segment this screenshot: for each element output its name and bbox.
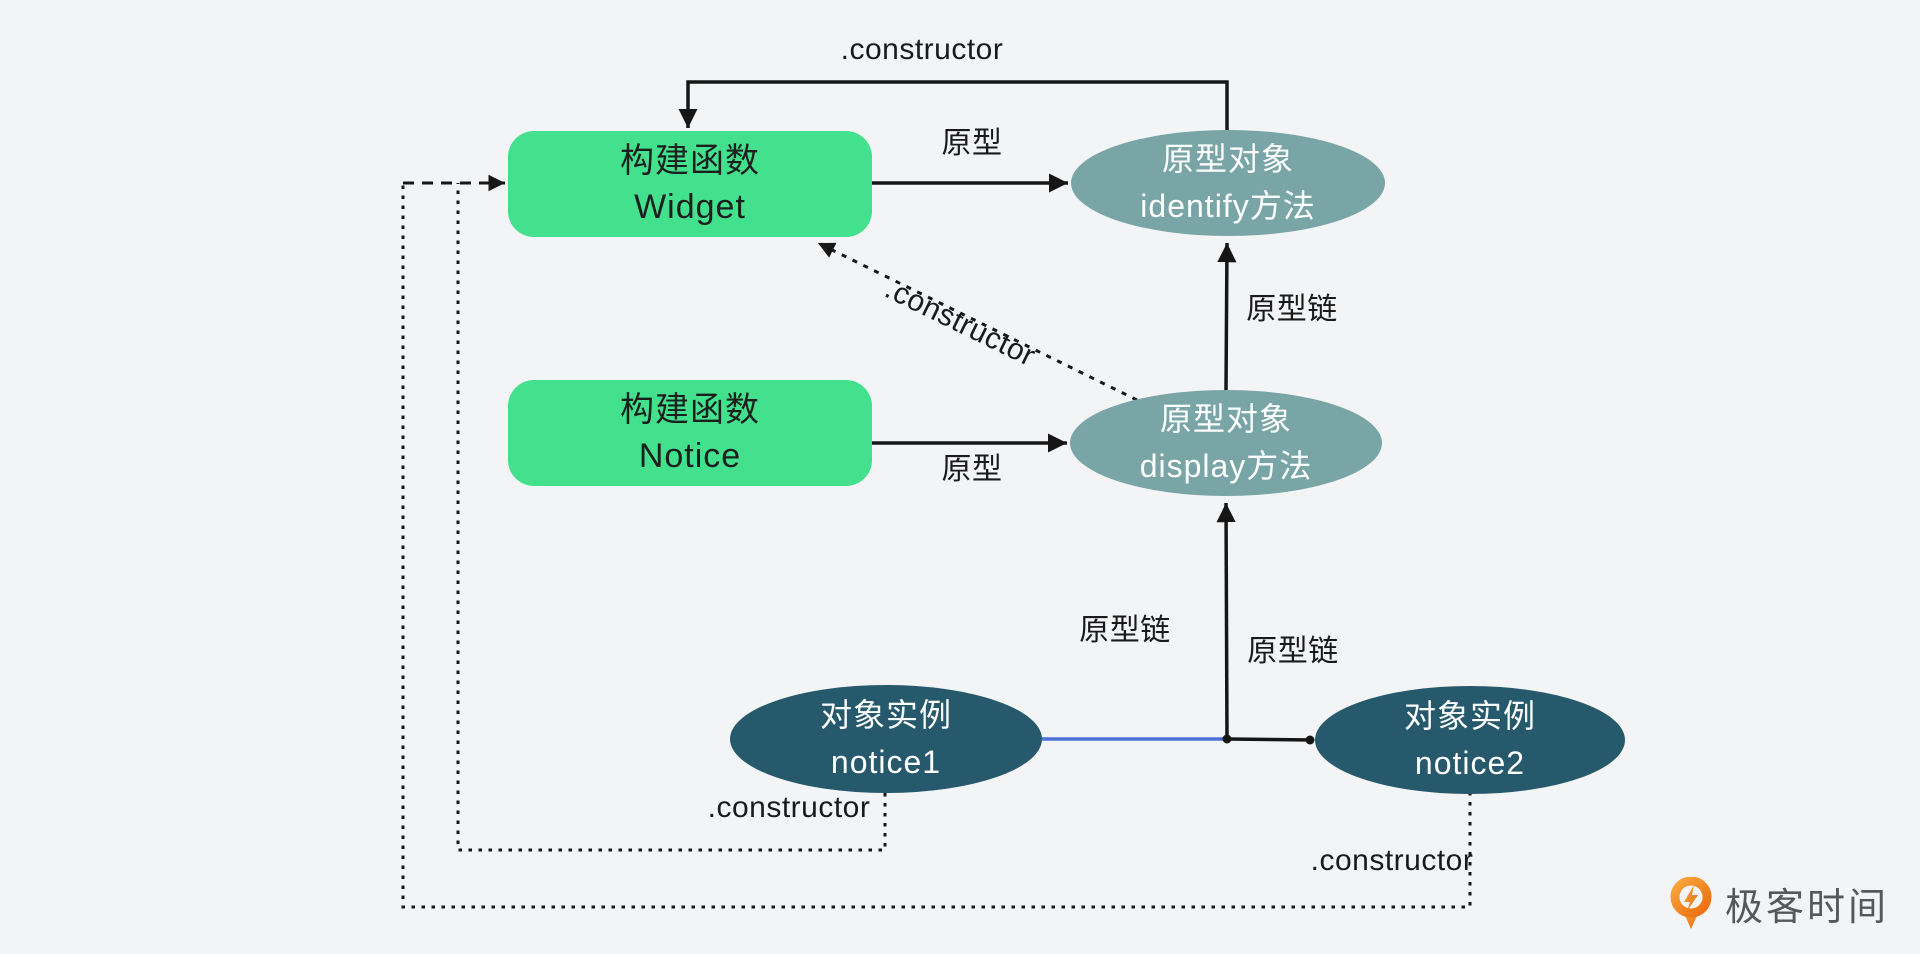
node-title: 原型对象 (1159, 401, 1292, 437)
node-constructor-notice: 构建函数 Notice (508, 380, 872, 486)
node-instance-notice1: 对象实例 notice1 (730, 685, 1042, 793)
edge-chain-display-to-identify (1217, 242, 1237, 391)
node-title: 构建函数 (620, 391, 760, 429)
node-display-prototype: 原型对象 display方法 (1070, 390, 1382, 496)
edge-junction-to-notice2 (1227, 737, 1314, 742)
edge-chain-instances-to-display (1216, 502, 1236, 741)
label-constructor-notice1: .constructor (707, 791, 871, 824)
label-chain-display-left: 原型链 (1079, 614, 1171, 647)
geektime-pin-icon (1670, 876, 1712, 929)
node-title: 原型对象 (1161, 141, 1294, 177)
label-prototype-widget: 原型 (941, 127, 1003, 160)
node-subtitle: notice1 (830, 744, 942, 780)
notice2-endpoint-dot (1305, 735, 1315, 745)
node-subtitle: Notice (638, 437, 742, 475)
node-identify-prototype: 原型对象 identify方法 (1071, 130, 1385, 236)
node-subtitle: display方法 (1139, 448, 1313, 484)
label-chain-display-right: 原型链 (1247, 635, 1339, 668)
edge-constructor-identify-to-widget (678, 80, 1229, 130)
edge-constructor-notice1-path (456, 183, 887, 852)
junction-dot (1222, 734, 1232, 744)
node-instance-notice2: 对象实例 notice2 (1315, 686, 1625, 794)
label-chain-identify: 原型链 (1246, 293, 1338, 326)
node-title: 对象实例 (819, 697, 952, 733)
node-constructor-widget: 构建函数 Widget (508, 131, 872, 237)
node-subtitle: identify方法 (1140, 188, 1316, 224)
node-subtitle: Widget (634, 188, 746, 226)
geektime-logo-text: 极客时间 (1725, 887, 1890, 929)
node-title: 构建函数 (620, 142, 760, 180)
node-subtitle: notice2 (1414, 745, 1526, 781)
label-prototype-notice: 原型 (941, 453, 1003, 486)
node-title: 对象实例 (1403, 698, 1536, 734)
label-constructor-notice2: .constructor (1310, 844, 1474, 877)
label-constructor-top: .constructor (840, 33, 1004, 66)
geektime-logo: 极客时间 (1670, 876, 1889, 931)
